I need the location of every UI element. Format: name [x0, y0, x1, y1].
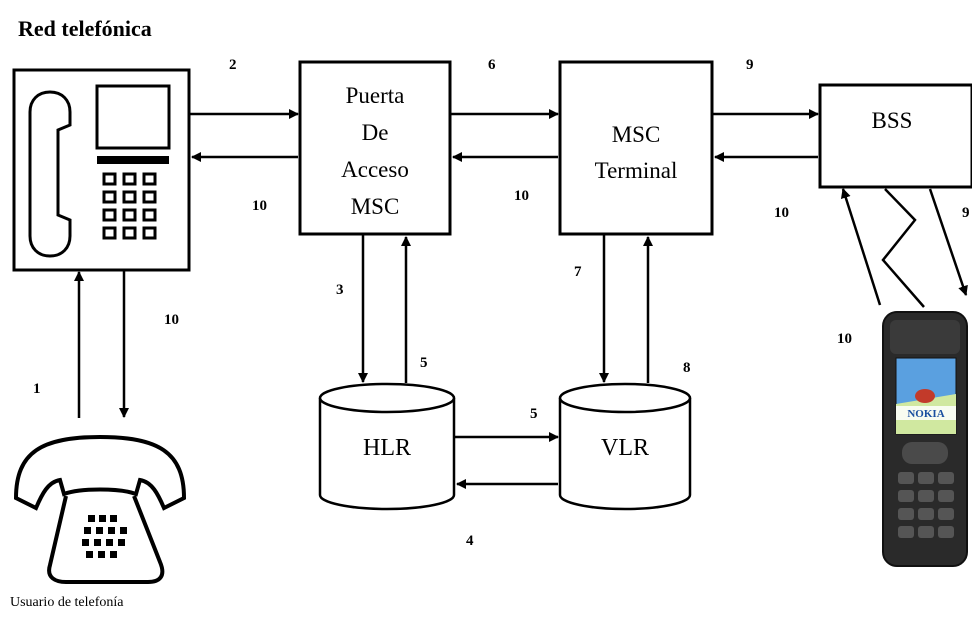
bss-box [818, 83, 972, 189]
step-label-10-bss-msc: 10 [774, 205, 789, 221]
step-label-1: 1 [33, 381, 41, 397]
step-label-7: 7 [574, 264, 582, 280]
switch-slot-icon [97, 156, 169, 164]
keypad-icon [102, 172, 157, 240]
phone-brand-label: NOKIA [907, 408, 944, 420]
gateway-label-line-4: MSC [351, 194, 400, 219]
gateway-label-line-3: Acceso [341, 157, 409, 182]
step-label-10-gateway-switch: 10 [252, 198, 267, 214]
radio-link-zigzag [881, 188, 925, 308]
arrow-bss-to-mobile [928, 188, 968, 296]
step-label-3: 3 [336, 282, 344, 298]
step-label-6: 6 [488, 57, 496, 73]
user-caption: Usuario de telefonía [10, 595, 124, 610]
vlr-database [558, 382, 692, 511]
msc-terminal-label-line-1: MSC [612, 122, 661, 147]
step-label-8: 8 [683, 360, 691, 376]
msc-terminal-label-line-2: Terminal [595, 158, 678, 183]
step-label-2: 2 [229, 57, 237, 73]
step-label-5-hlr-gateway: 5 [420, 355, 428, 371]
bss-label: BSS [872, 108, 913, 133]
step-label-4: 4 [466, 533, 474, 549]
gateway-label-line-2: De [362, 120, 389, 145]
user-telephone-icon [13, 434, 187, 584]
arrow-mobile-to-bss [840, 188, 882, 306]
step-label-5-hlr-vlr: 5 [530, 406, 538, 422]
hlr-database [318, 382, 456, 511]
mobile-phone-icon [882, 311, 968, 567]
step-label-9: 9 [746, 57, 754, 73]
msc-terminal-box [558, 60, 714, 236]
telephone-switch [12, 68, 191, 272]
vlr-label: VLR [601, 435, 649, 461]
diagram-title: Red telefónica [18, 16, 152, 41]
gateway-msc-box [298, 60, 452, 236]
step-label-9-bss-mobile: 9 [962, 205, 970, 221]
hlr-label: HLR [363, 435, 411, 461]
step-label-10-msc-gateway: 10 [514, 188, 529, 204]
gateway-label-line-1: Puerta [346, 83, 405, 108]
switch-screen-icon [95, 84, 171, 150]
handset-icon [28, 90, 72, 258]
step-label-10-mobile-bss: 10 [837, 331, 852, 347]
step-label-10-switch-user: 10 [164, 312, 179, 328]
